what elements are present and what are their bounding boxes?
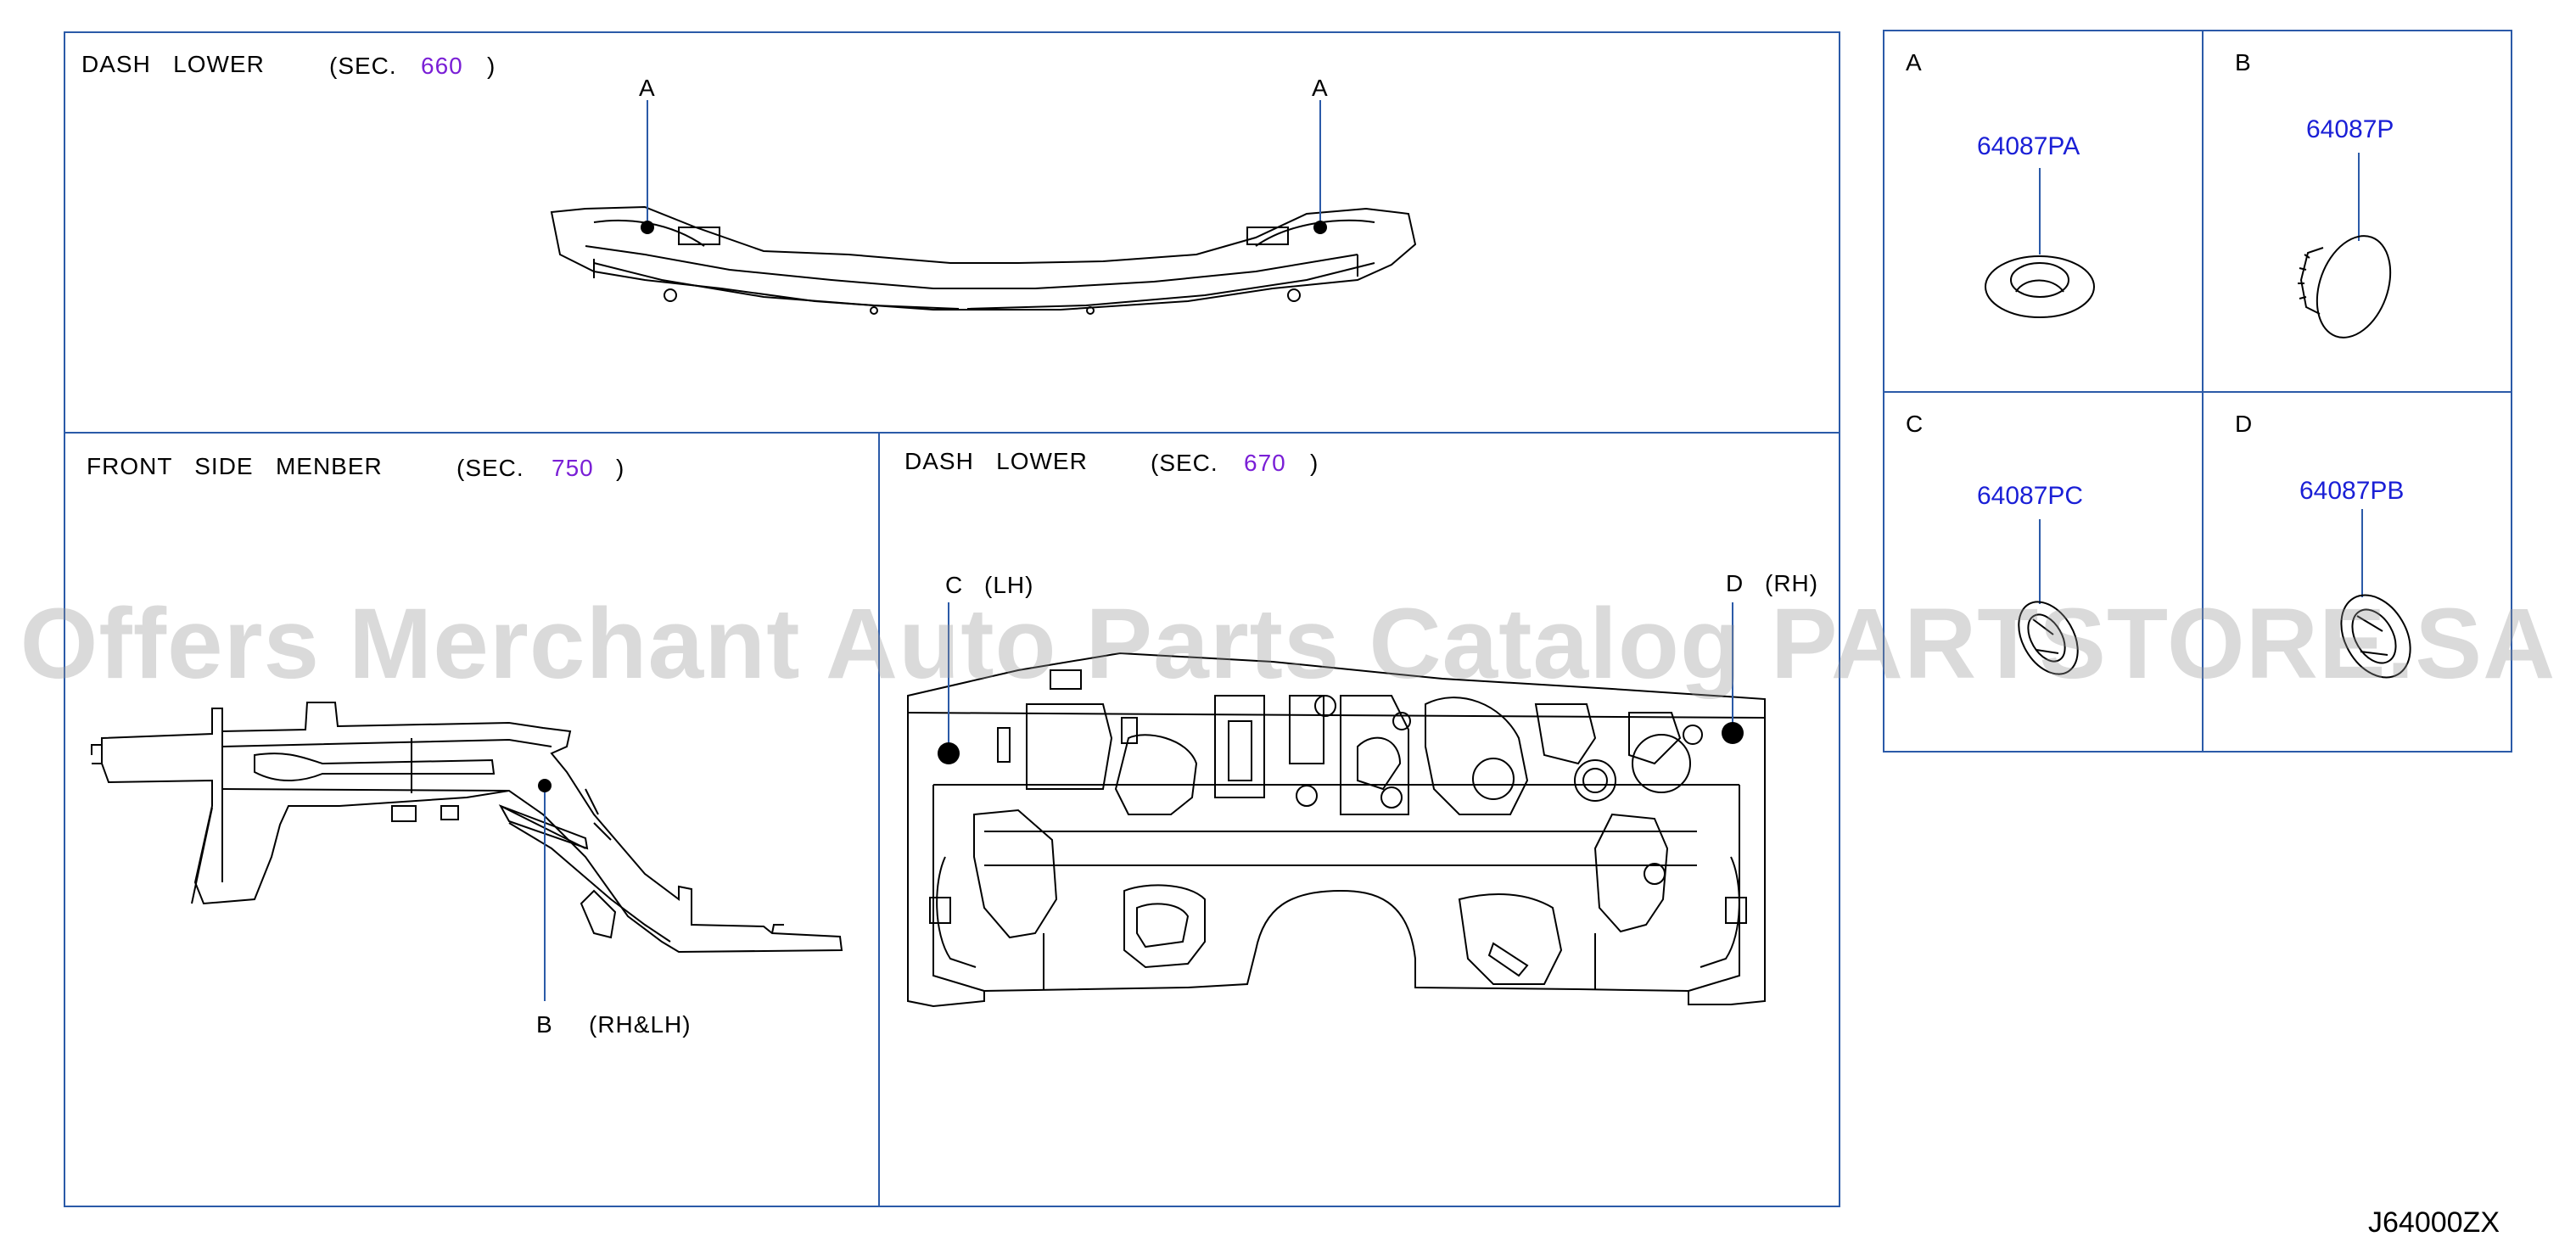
callout-d-note: (RH) bbox=[1765, 570, 1819, 596]
part-b-plug bbox=[2298, 153, 2392, 339]
callout-c-label: C bbox=[945, 572, 964, 598]
part-cell-c-letter: C bbox=[1906, 411, 1924, 437]
callout-b-label: B bbox=[536, 1011, 553, 1038]
dash-lower-bottom-sec-suffix: ) bbox=[1310, 450, 1319, 476]
front-side-member-sec-suffix: ) bbox=[616, 455, 625, 481]
part-c-grommet bbox=[2018, 519, 2079, 675]
dash-lower-bottom-title: DASH LOWER bbox=[904, 448, 1088, 474]
watermark-text: Offers Merchant Auto Parts Catalog PARTS… bbox=[20, 588, 2556, 700]
callout-a-leaders bbox=[641, 100, 1327, 234]
dash-lower-upper-drawing bbox=[550, 205, 1417, 315]
panel-frames bbox=[64, 30, 2512, 1207]
callout-b-leader bbox=[538, 779, 552, 1001]
front-side-member-sec-prefix: (SEC. bbox=[456, 455, 524, 481]
dash-lower-bottom-sec-number[interactable]: 670 bbox=[1244, 450, 1286, 476]
part-d-grommet bbox=[2340, 509, 2411, 679]
part-cell-d-letter: D bbox=[2235, 411, 2253, 437]
callout-a-left-label: A bbox=[639, 75, 656, 101]
front-side-member-sec-number[interactable]: 750 bbox=[552, 455, 594, 481]
callout-a-right-label: A bbox=[1312, 75, 1329, 101]
part-number-c[interactable]: 64087PC bbox=[1977, 482, 2084, 510]
part-number-d[interactable]: 64087PB bbox=[2299, 477, 2405, 505]
front-side-member-title: FRONT SIDE MENBER bbox=[87, 453, 383, 479]
dash-lower-top-sec-prefix: (SEC. bbox=[329, 53, 397, 79]
dash-lower-bottom-sec-prefix: (SEC. bbox=[1151, 450, 1218, 476]
callout-c-note: (LH) bbox=[984, 572, 1034, 598]
part-a-grommet bbox=[1985, 168, 2095, 318]
dash-lower-top-sec-number[interactable]: 660 bbox=[421, 53, 463, 79]
front-side-member-drawing bbox=[91, 702, 843, 954]
dash-lower-top-title: DASH LOWER bbox=[81, 51, 265, 77]
part-cell-b-letter: B bbox=[2235, 49, 2251, 76]
part-cell-a-letter: A bbox=[1906, 49, 1922, 76]
part-number-b[interactable]: 64087P bbox=[2306, 115, 2394, 143]
callout-d-label: D bbox=[1726, 570, 1744, 596]
dash-lower-top-sec-suffix: ) bbox=[487, 53, 496, 79]
callout-cd-leaders bbox=[938, 602, 1744, 764]
part-number-a[interactable]: 64087PA bbox=[1977, 132, 2080, 160]
dash-lower-lower-drawing bbox=[907, 652, 1766, 1008]
diagram-code: J64000ZX bbox=[2368, 1206, 2500, 1239]
callout-b-note: (RH&LH) bbox=[589, 1011, 692, 1038]
